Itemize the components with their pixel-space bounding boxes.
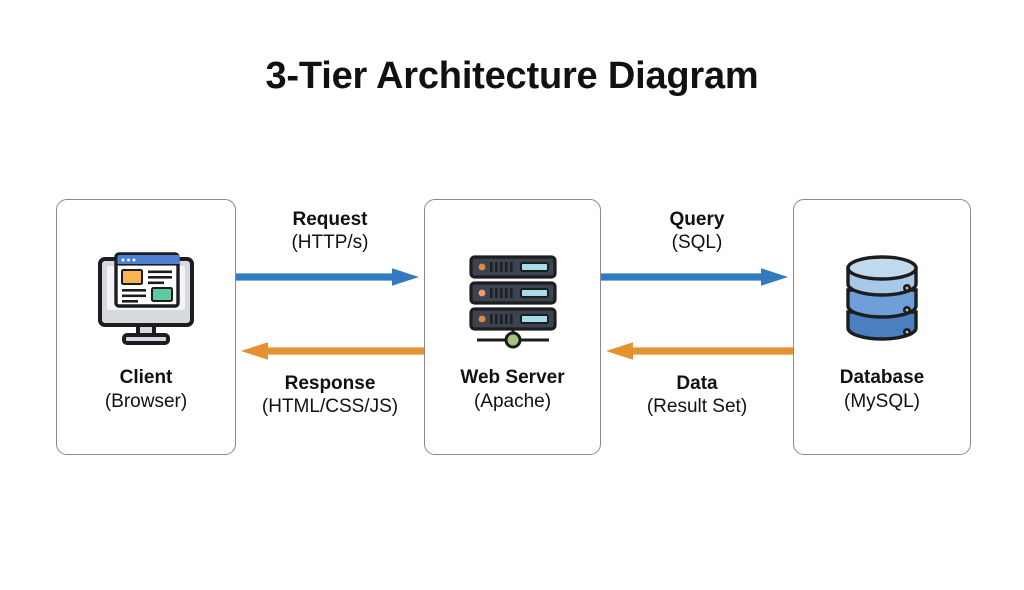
connector-sublabel-query: (SQL) [671,232,723,254]
connector-request: Request (HTTP/s) [236,208,424,298]
tier-sublabel-web-server: (Apache) [473,390,552,412]
arrow-right-blue-request-icon [236,266,424,288]
database-cylinder-icon [836,248,928,352]
tier-label-web-server: Web Server [460,367,565,388]
tier-box-web-server[interactable]: Web Server (Apache) [424,199,601,455]
connector-label-query: Query [669,209,725,230]
connector-response: Response (HTML/CSS/JS) [236,340,424,432]
desktop-browser-icon [94,248,198,352]
tier-label-client: Client [119,367,173,388]
connector-label-data: Data [676,373,718,394]
tier-label-database: Database [839,367,925,388]
server-rack-icon [463,248,563,352]
connector-label-request: Request [292,209,368,230]
connector-label-response: Response [284,373,376,394]
arrow-right-blue-query-icon [601,266,793,288]
tier-box-client[interactable]: Client (Browser) [56,199,236,455]
connector-query: Query (SQL) [601,208,793,298]
connector-sublabel-data: (Result Set) [646,396,748,418]
tier-box-database[interactable]: Database (MySQL) [793,199,971,455]
page-title: 3-Tier Architecture Diagram [265,55,759,97]
tier-sublabel-client: (Browser) [104,390,188,412]
connector-data: Data (Result Set) [601,340,793,432]
connector-sublabel-response: (HTML/CSS/JS) [261,396,399,418]
tier-sublabel-database: (MySQL) [844,390,920,412]
arrow-left-orange-data-icon [601,340,793,362]
arrow-left-orange-response-icon [236,340,424,362]
connector-sublabel-request: (HTTP/s) [291,232,369,254]
